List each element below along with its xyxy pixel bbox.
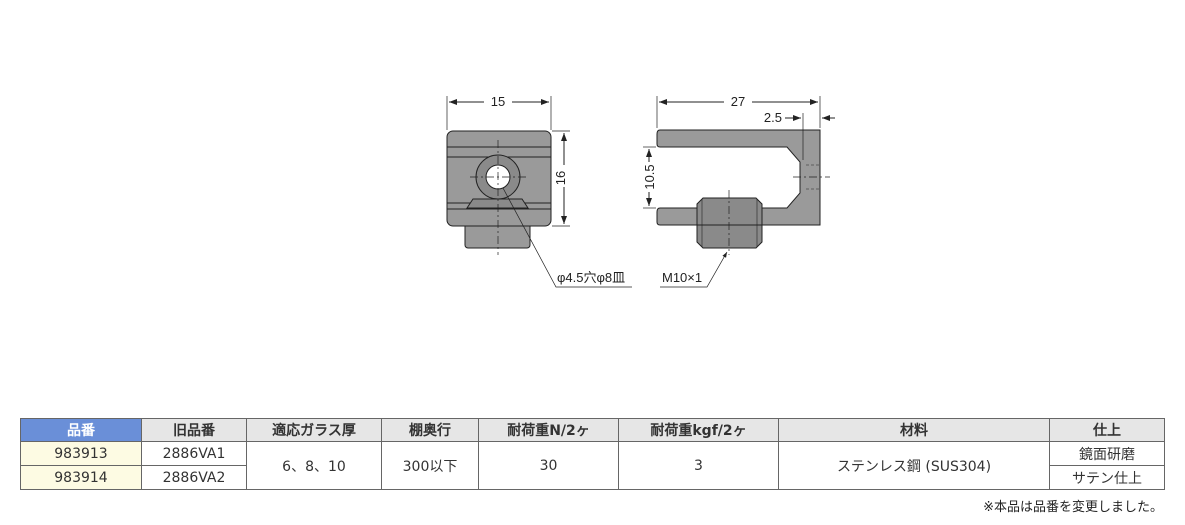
front-view xyxy=(446,96,632,288)
header-load-n: 耐荷重N/2ヶ xyxy=(478,418,619,442)
part-no: 983914 xyxy=(20,465,142,490)
header-glass: 適応ガラス厚 xyxy=(246,418,382,442)
old-part-no: 2886VA2 xyxy=(141,465,247,490)
dim-width-side: 27 xyxy=(731,94,745,109)
old-part-no: 2886VA1 xyxy=(141,441,247,466)
dim-offset: 2.5 xyxy=(764,110,782,125)
table-header: 品番 旧品番 適応ガラス厚 棚奥行 耐荷重N/2ヶ 耐荷重kgf/2ヶ 材料 仕… xyxy=(20,418,1165,442)
footnote: ※本品は品番を変更しました。 xyxy=(983,500,1163,515)
technical-drawing: 15 16 φ4.5穴φ8皿 27 2.5 10.5 M10×1 xyxy=(446,94,835,288)
header-depth: 棚奥行 xyxy=(381,418,479,442)
shelf-depth: 300以下 xyxy=(381,441,479,490)
dim-width-front: 15 xyxy=(491,94,505,109)
header-material: 材料 xyxy=(778,418,1050,442)
finish: 鏡面研磨 xyxy=(1049,441,1165,466)
dim-gap: 10.5 xyxy=(642,164,657,189)
material: ステンレス鋼 (SUS304) xyxy=(778,441,1050,490)
load-kgf: 3 xyxy=(618,441,779,490)
load-n: 30 xyxy=(478,441,619,490)
glass-thickness: 6、8、10 xyxy=(246,441,382,490)
header-finish: 仕上 xyxy=(1049,418,1165,442)
spec-table: 品番 旧品番 適応ガラス厚 棚奥行 耐荷重N/2ヶ 耐荷重kgf/2ヶ 材料 仕… xyxy=(20,418,1165,490)
side-view xyxy=(643,96,835,288)
dim-height-front: 16 xyxy=(553,171,568,185)
finish: サテン仕上 xyxy=(1049,465,1165,490)
part-no: 983913 xyxy=(20,441,142,466)
header-load-kgf: 耐荷重kgf/2ヶ xyxy=(618,418,779,442)
callout-hole: φ4.5穴φ8皿 xyxy=(557,270,625,285)
table-row: 983913 2886VA1 6、8、10 300以下 30 3 ステンレス鋼 … xyxy=(20,441,1165,490)
table-row: 983914 2886VA2 サテン仕上 xyxy=(20,465,1165,490)
header-old-part-no: 旧品番 xyxy=(141,418,247,442)
header-part-no: 品番 xyxy=(20,418,142,442)
callout-thread: M10×1 xyxy=(662,270,702,285)
